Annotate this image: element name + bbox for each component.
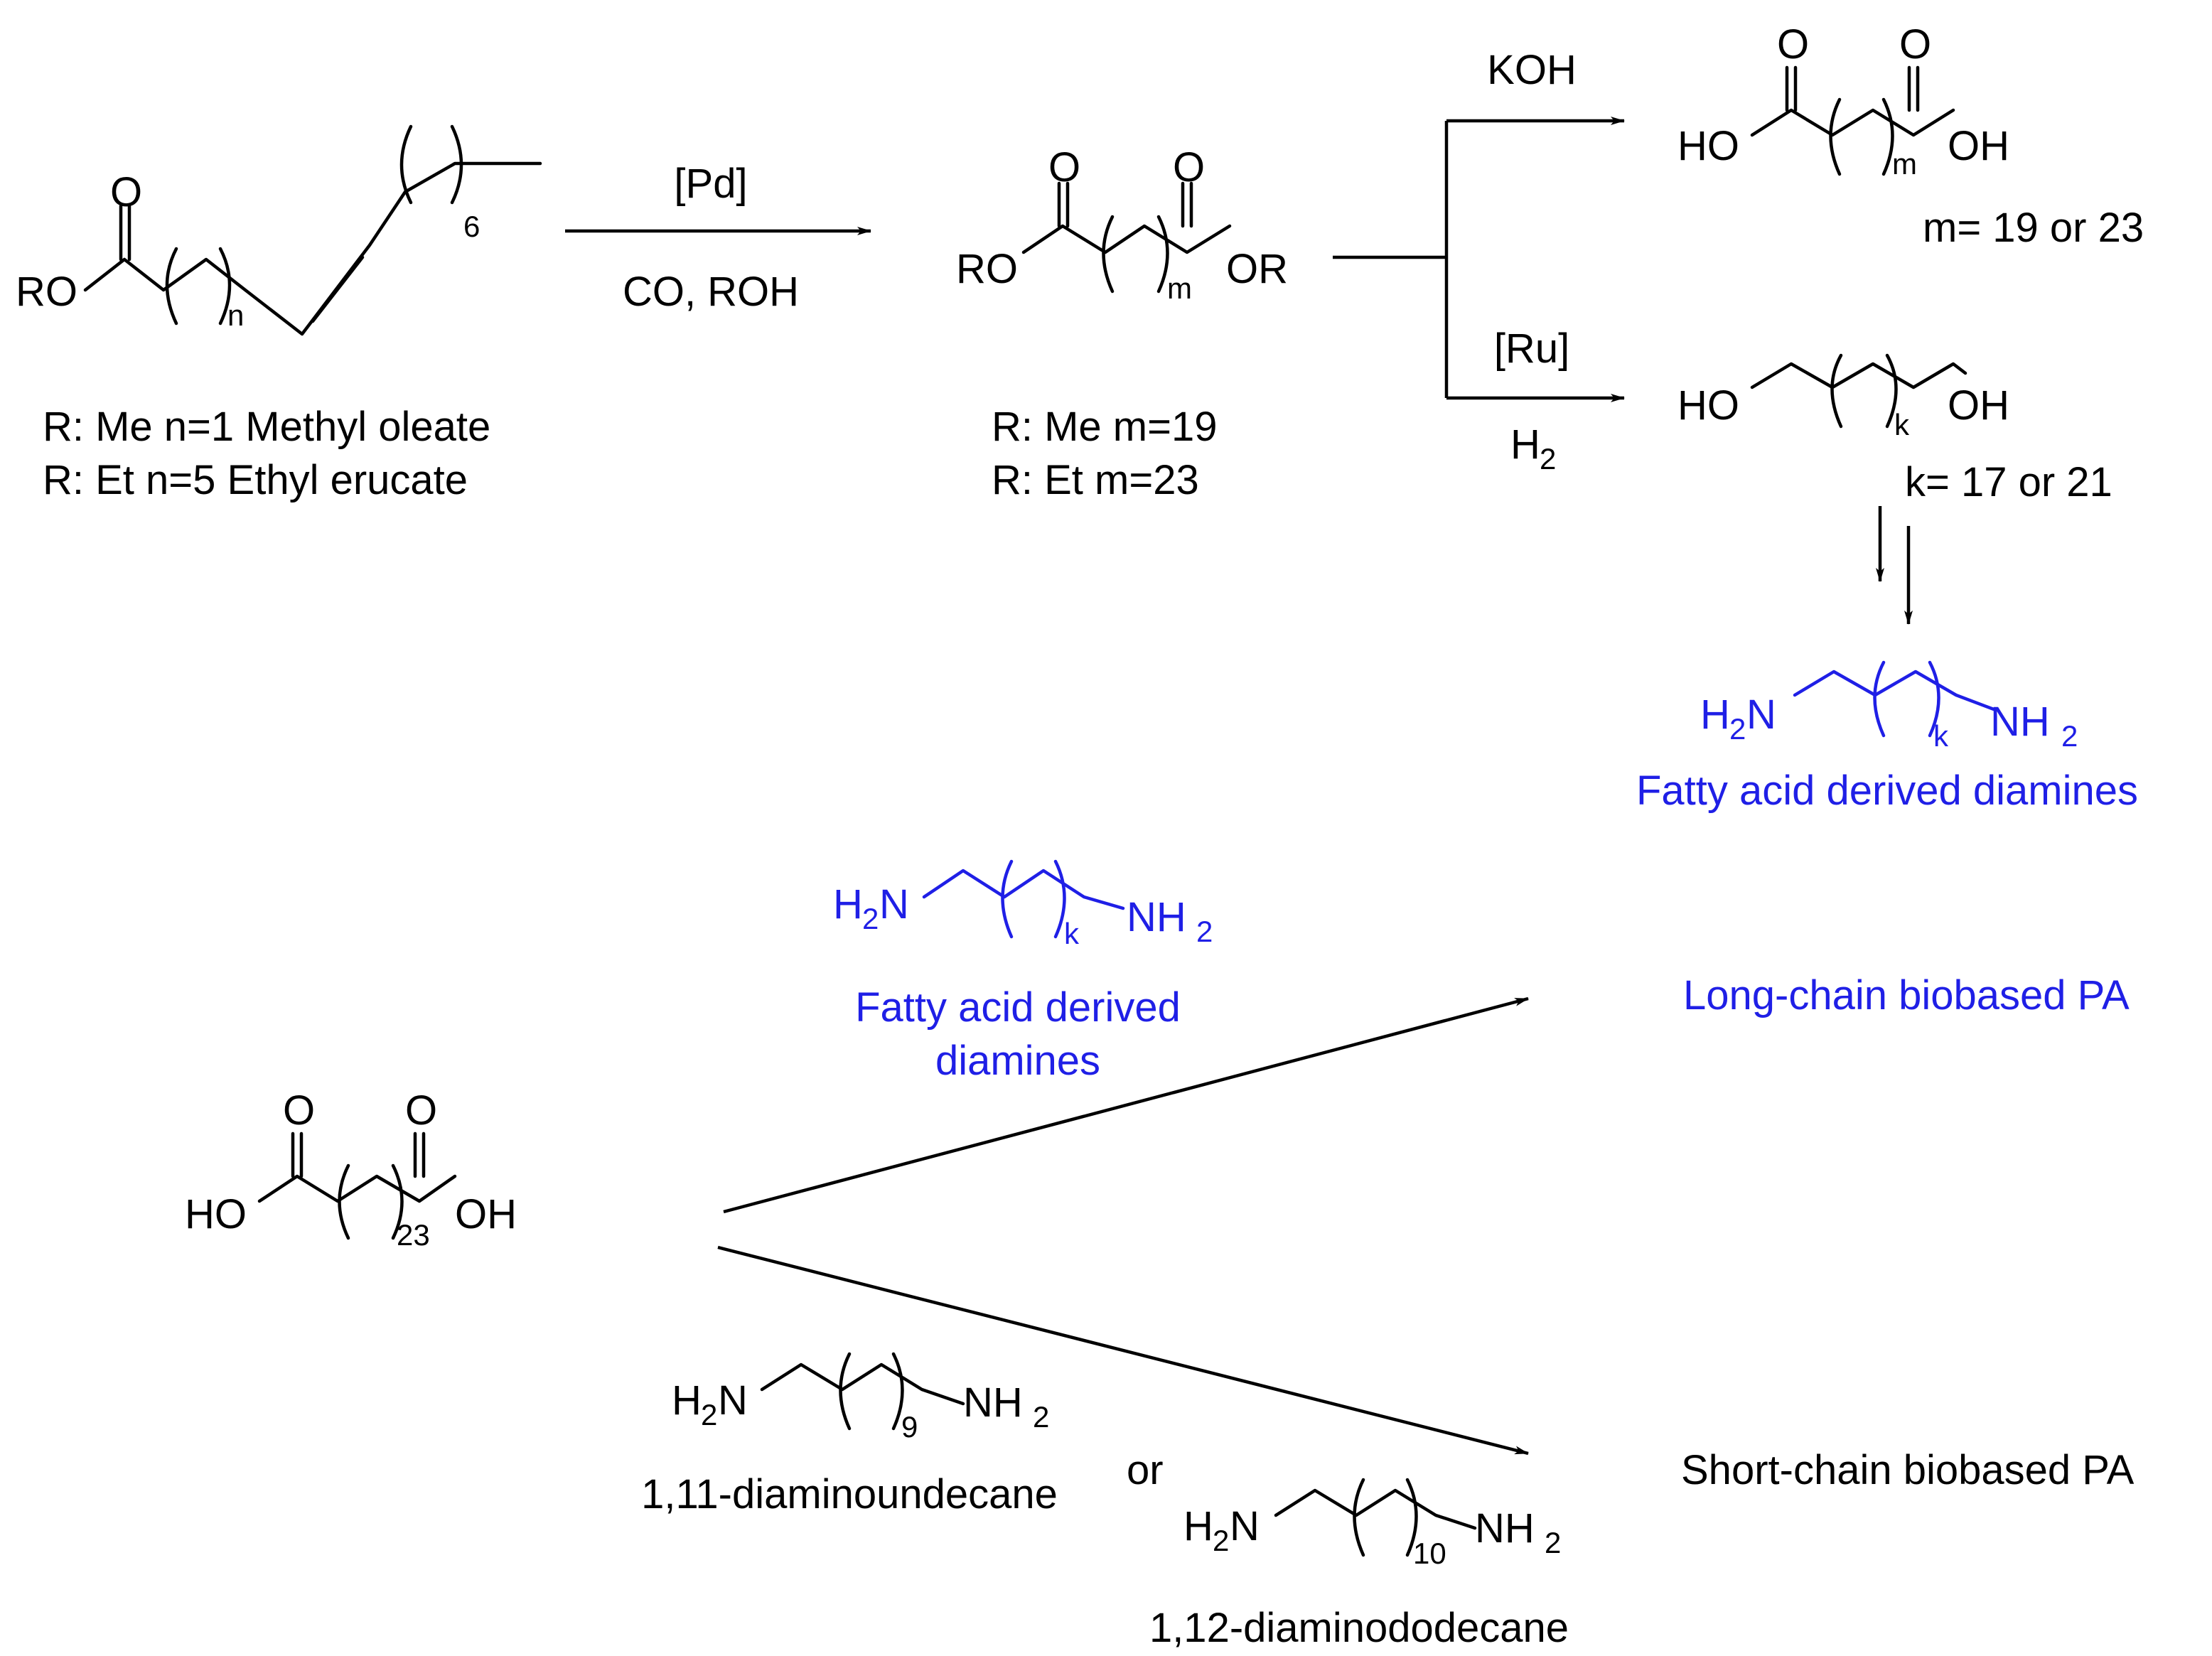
- h2-h: H: [1510, 421, 1540, 468]
- diol-k-subscript: k: [1894, 408, 1910, 441]
- diacid-c23-ho-label: HO: [185, 1191, 247, 1237]
- diol-k-note: k= 17 or 21: [1905, 459, 2112, 505]
- diester-o-left: O: [1048, 144, 1080, 190]
- diamine-top-nh: NH: [1990, 699, 2050, 745]
- diester-or-label: OR: [1226, 246, 1288, 292]
- diacid-m-subscript: m: [1892, 147, 1917, 181]
- koh-label: KOH: [1487, 47, 1577, 93]
- diamine-mid-k-subscript: k: [1064, 917, 1080, 950]
- diester-label-line2: R: Et m=23: [992, 457, 1199, 503]
- diamine-mid-structure: H 2 N NH 2 k: [833, 859, 1213, 950]
- long-chain-arrow: [723, 996, 1529, 1214]
- diester-o-right: O: [1173, 144, 1205, 190]
- diester-m-subscript: m: [1167, 271, 1192, 305]
- dad-subscript: 10: [1413, 1537, 1446, 1570]
- dau-h: H: [672, 1377, 702, 1424]
- or-connector: or: [1127, 1447, 1164, 1493]
- diester-structure: RO OR O O m: [956, 144, 1288, 305]
- diamine-mid-nh: NH: [1127, 894, 1186, 940]
- diamine-top-label: Fatty acid derived diamines: [1636, 768, 2138, 814]
- diacid-o-right: O: [1899, 21, 1931, 68]
- diamine-mid-h-sub: 2: [862, 902, 879, 935]
- diacid-ho-label: HO: [1677, 123, 1739, 169]
- ru-catalyst-label: [Ru]: [1494, 326, 1569, 372]
- diacid-c23-oh-label: OH: [455, 1191, 517, 1237]
- diacid-oh-label: OH: [1948, 123, 2009, 169]
- dau-subscript: 9: [901, 1410, 918, 1443]
- diaminododecane-label: 1,12-diaminododecane: [1149, 1605, 1569, 1651]
- dau-n: N: [718, 1377, 748, 1424]
- h2-subscript: 2: [1540, 442, 1556, 475]
- dad-nh: NH: [1475, 1505, 1535, 1552]
- diacid-c23-subscript: 23: [397, 1218, 430, 1252]
- diamine-top-nh-sub: 2: [2061, 719, 2078, 753]
- diacid-o-left: O: [1777, 21, 1809, 68]
- diacid-c23-o-right: O: [405, 1087, 437, 1134]
- diamine-top-h-sub: 2: [1729, 712, 1746, 746]
- diamine-mid-n: N: [879, 881, 909, 928]
- start-label-line2: R: Et n=5 Ethyl erucate: [43, 457, 468, 503]
- diamine-top-n: N: [1746, 692, 1776, 738]
- diacid-c23-structure: HO OH O O 23: [185, 1087, 517, 1252]
- diol-ho-label: HO: [1677, 382, 1739, 429]
- h2-label: H 2: [1510, 421, 1556, 475]
- diamine-mid-label-line1: Fatty acid derived: [855, 984, 1181, 1031]
- long-chain-pa-label: Long-chain biobased PA: [1683, 972, 2130, 1018]
- diamine-top-h: H: [1700, 692, 1730, 738]
- diol-oh-label: OH: [1948, 382, 2009, 429]
- diamine-top-k-subscript: k: [1933, 719, 1949, 753]
- diamine-mid-h: H: [833, 881, 863, 928]
- dau-nh-sub: 2: [1033, 1400, 1049, 1434]
- diacid-m-note: m= 19 or 23: [1923, 205, 2144, 251]
- diamine-mid-label-line2: diamines: [935, 1038, 1100, 1084]
- diol-structure: HO OH k: [1677, 353, 2009, 441]
- diester-ro-label: RO: [956, 246, 1018, 292]
- start-label-line1: R: Me n=1 Methyl oleate: [43, 404, 490, 450]
- short-chain-pa-label: Short-chain biobased PA: [1681, 1447, 2135, 1493]
- diaminoundecane-structure: H 2 N NH 2 9: [672, 1352, 1049, 1443]
- start-n-subscript: n: [227, 299, 244, 332]
- diamine-top-structure: H 2 N NH 2 k: [1700, 660, 2078, 753]
- start-carbonyl-o: O: [110, 169, 142, 215]
- dad-nh-sub: 2: [1545, 1526, 1561, 1559]
- diaminododecane-structure: H 2 N NH 2 10: [1183, 1478, 1561, 1570]
- dad-h-sub: 2: [1213, 1524, 1229, 1557]
- start-ro-label: RO: [16, 269, 77, 315]
- short-chain-arrow: [717, 1245, 1529, 1456]
- dau-h-sub: 2: [701, 1398, 717, 1431]
- dad-h: H: [1183, 1503, 1213, 1549]
- dad-n: N: [1230, 1503, 1260, 1549]
- co-roh-label: CO, ROH: [623, 269, 799, 315]
- diester-label-line1: R: Me m=19: [992, 404, 1218, 450]
- start-material-structure: RO O n 6: [16, 124, 542, 336]
- start-six-subscript: 6: [463, 210, 480, 243]
- diacid-structure: HO OH O O m: [1677, 21, 2009, 181]
- diaminoundecane-label: 1,11-diaminoundecane: [641, 1471, 1058, 1517]
- pd-catalyst-label: [Pd]: [674, 161, 747, 207]
- dau-nh: NH: [963, 1380, 1023, 1426]
- diamine-mid-nh-sub: 2: [1196, 915, 1213, 948]
- diacid-c23-o-left: O: [283, 1087, 315, 1134]
